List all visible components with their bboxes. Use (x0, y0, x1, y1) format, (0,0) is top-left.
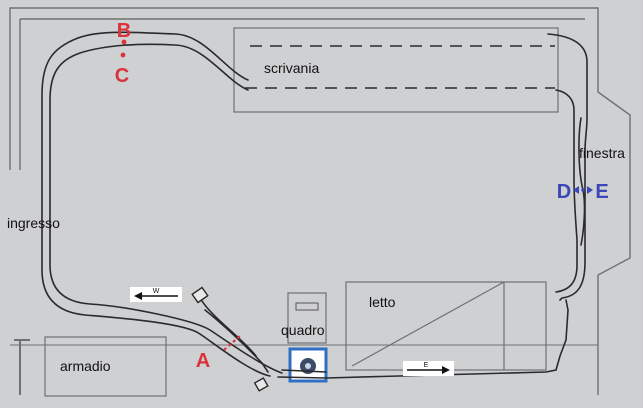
red-markers (120, 39, 241, 351)
control-panel-frame (287, 292, 327, 344)
track (41, 31, 588, 379)
buffer-stops (191, 286, 269, 392)
arrow-left-icon (134, 292, 142, 300)
track-outer-left (41, 31, 271, 377)
point-label-A: A (196, 350, 210, 372)
direction-arrow-west-box (130, 287, 182, 302)
track-bottom-right (277, 299, 569, 379)
marker-C-dot (120, 52, 126, 58)
point-label-E: E (595, 181, 608, 203)
track-inner-right (555, 89, 578, 293)
label-scrivania: scrivania (264, 60, 319, 76)
label-letto: letto (369, 294, 396, 310)
label-ingresso: ingresso (7, 215, 60, 231)
track-inner-left (49, 43, 283, 374)
direction-arrow-east: E (403, 361, 454, 376)
blue-arrow-left-icon (573, 186, 579, 194)
track-outer-right (547, 33, 588, 301)
label-finestra: finestra (579, 145, 625, 161)
blue-arrow-right-icon (587, 186, 593, 194)
buffer-stop-lower (253, 377, 269, 392)
control-knob-center (305, 363, 311, 369)
bed-diagonal (351, 281, 505, 367)
wall-outline (9, 7, 631, 395)
track-siding (199, 297, 257, 357)
buffer-stop-upper (191, 286, 209, 304)
direction-arrow-east-box (403, 361, 454, 376)
track-window-bend (578, 117, 586, 246)
wardrobe-outline (44, 336, 167, 397)
room-walls (9, 7, 631, 395)
direction-arrow-west-label: W (153, 288, 160, 295)
marker-B-dot (121, 39, 127, 45)
label-quadro: quadro (281, 322, 325, 338)
point-label-B: B (117, 20, 131, 42)
point-label-C: C (115, 65, 129, 87)
direction-arrow-east-label: E (424, 362, 429, 369)
direction-arrow-west: W (130, 287, 182, 302)
arrow-right-icon (442, 366, 450, 374)
control-panel-slot (295, 302, 319, 311)
label-armadio: armadio (60, 358, 111, 374)
point-label-D: D (557, 181, 571, 203)
track-bottom-inner (281, 369, 327, 373)
blue-marker (573, 186, 593, 194)
track-switch-branch (204, 309, 269, 373)
blue-dot (581, 188, 585, 192)
control-panel (287, 292, 328, 383)
